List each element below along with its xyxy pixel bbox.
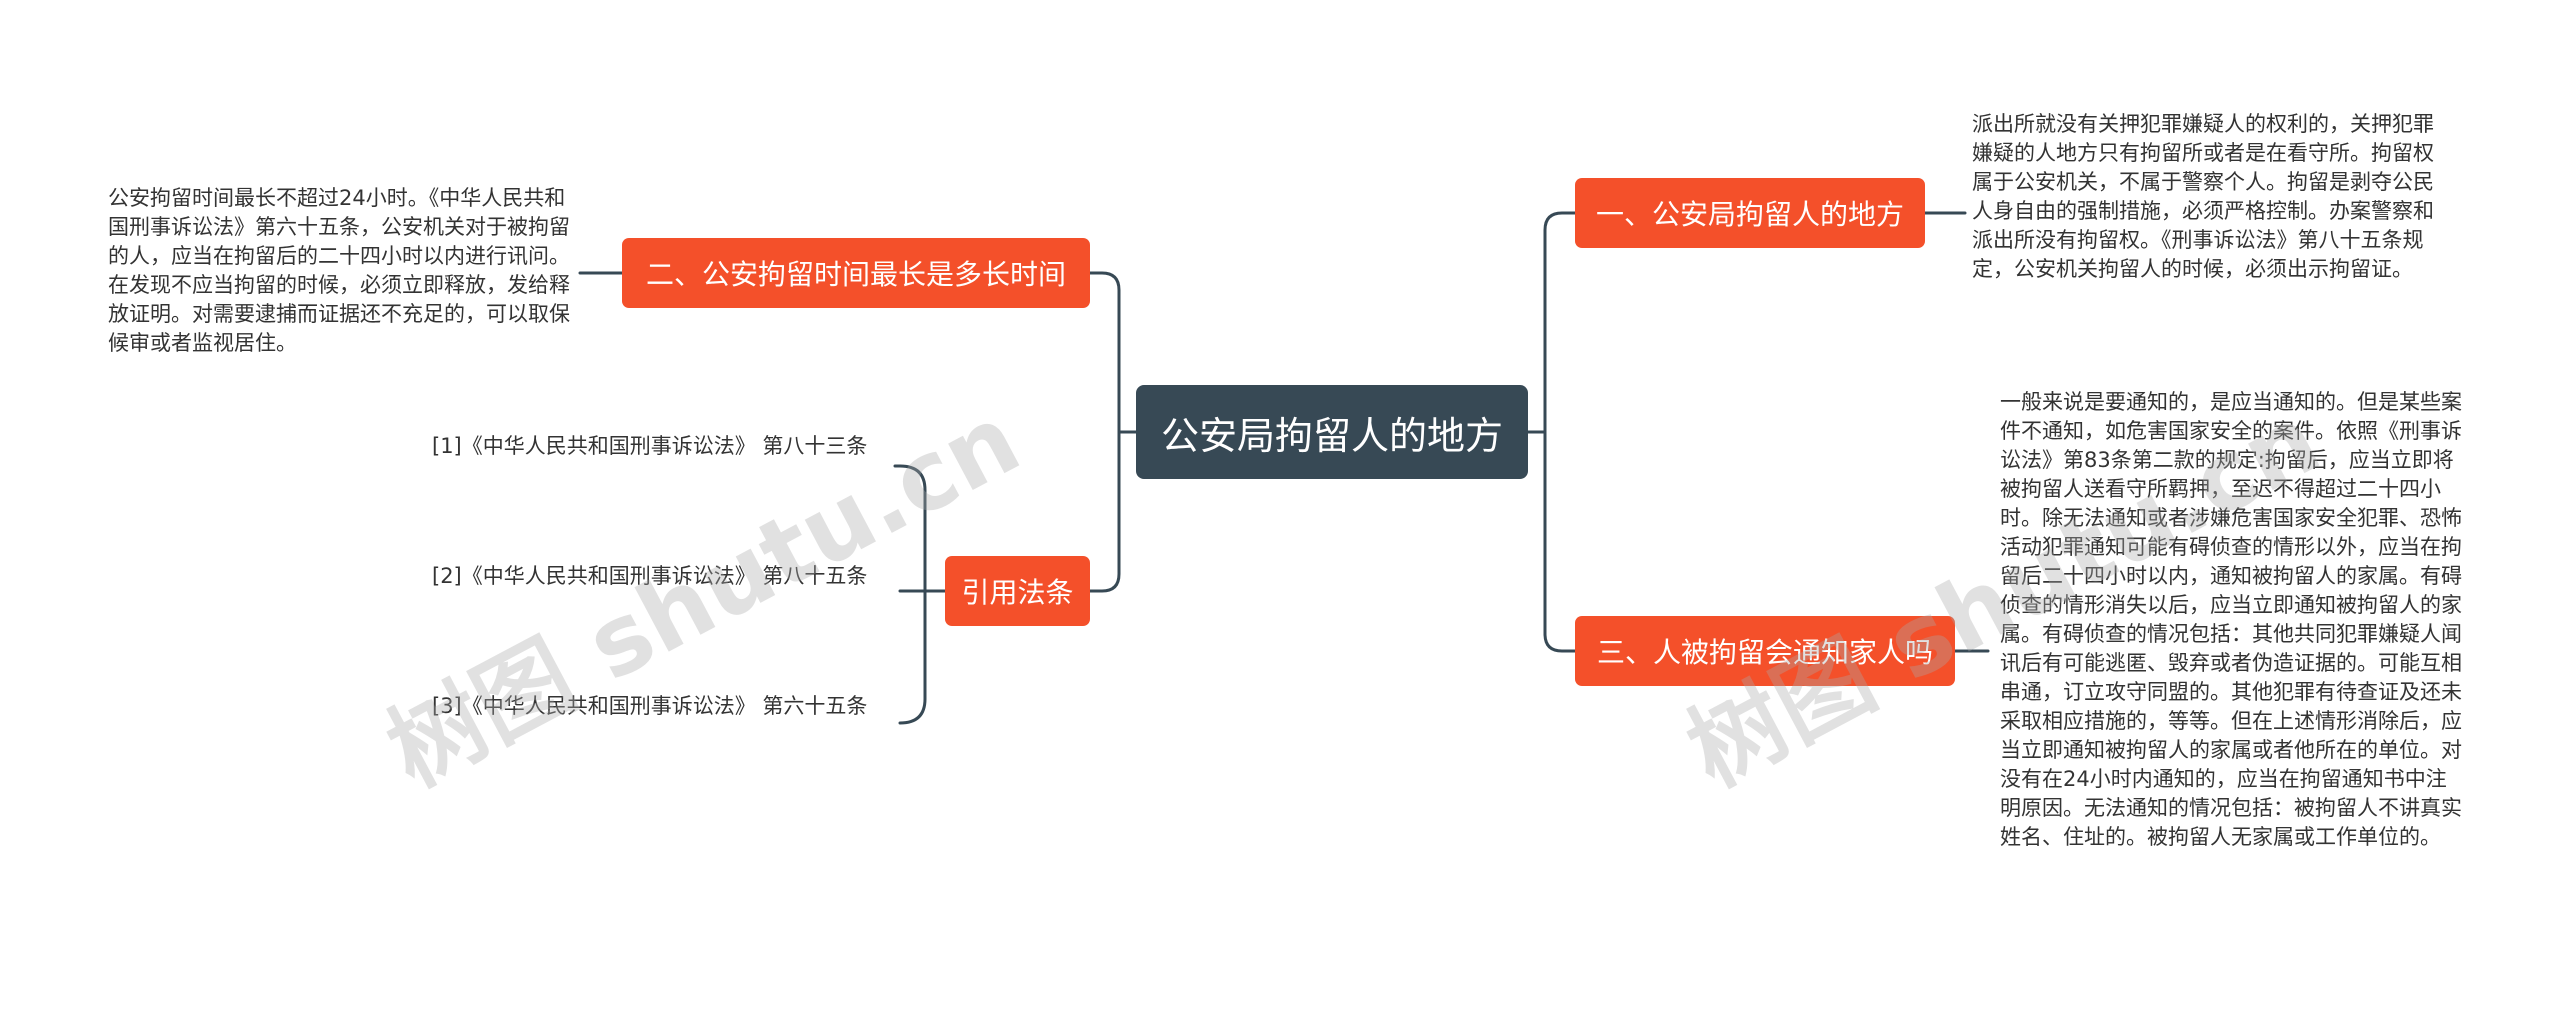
reference-item-1: [1]《中华人民共和国刑事诉讼法》 第八十三条 — [432, 434, 868, 458]
connector-refs-bracket — [898, 464, 927, 725]
branch-4-label: 引用法条 — [961, 576, 1074, 609]
connector-central-to-branch-4 — [1088, 430, 1138, 593]
branch-2[interactable]: 二、公安拘留时间最长是多长时间 — [622, 238, 1090, 308]
branch-2-label: 二、公安拘留时间最长是多长时间 — [645, 258, 1066, 291]
branch-3-label: 三、人被拘留会通知家人吗 — [1596, 636, 1933, 669]
branch-4[interactable]: 引用法条 — [945, 556, 1090, 626]
branch-1[interactable]: 一、公安局拘留人的地方 — [1575, 178, 1925, 248]
central-topic-label: 公安局拘留人的地方 — [1160, 413, 1503, 458]
branch-2-detail-text: 公安拘留时间最长不超过24小时。《中华人民共和国刑事诉讼法》第六十五条，公安机关… — [108, 186, 570, 355]
reference-item-3: [3]《中华人民共和国刑事诉讼法》 第六十五条 — [432, 694, 868, 718]
branch-3-detail-text: 一般来说是要通知的，是应当通知的。但是某些案件不通知，如危害国家安全的案件。依照… — [2000, 390, 2462, 849]
connector-central-to-branch-1 — [1526, 211, 1577, 434]
connector-central-to-branch-3 — [1526, 430, 1577, 653]
connector-central-to-branch-2 — [1088, 271, 1138, 434]
branch-1-label: 一、公安局拘留人的地方 — [1595, 198, 1904, 231]
reference-item-2: [2]《中华人民共和国刑事诉讼法》 第八十五条 — [432, 564, 868, 588]
branch-3[interactable]: 三、人被拘留会通知家人吗 — [1575, 616, 1955, 686]
branch-1-detail-text: 派出所就没有关押犯罪嫌疑人的权利的，关押犯罪嫌疑的人地方只有拘留所或者是在看守所… — [1972, 112, 2434, 281]
central-topic[interactable]: 公安局拘留人的地方 — [1136, 385, 1528, 479]
